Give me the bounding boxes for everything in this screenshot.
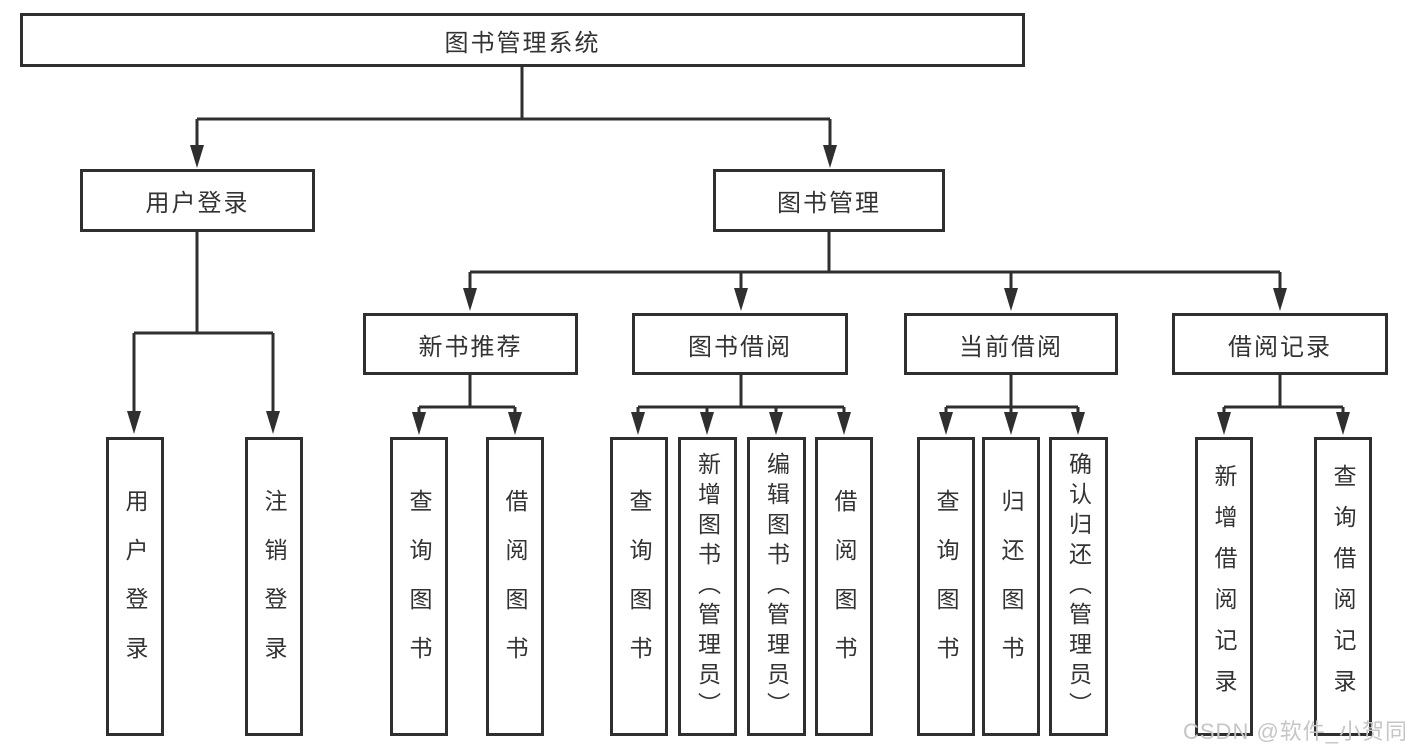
- leaf-label: 确认归还（管理员）: [1065, 451, 1092, 722]
- arrowhead: [769, 412, 783, 435]
- leaf-add-book-admin: 新增图书（管理员）: [678, 437, 737, 736]
- leaf-label: 归还图书: [998, 488, 1024, 685]
- arrowhead: [127, 411, 141, 434]
- arrowhead: [508, 412, 522, 435]
- leaf-label: 新增借阅记录: [1211, 463, 1237, 710]
- leaf-borrow-books-1: 借阅图书: [486, 437, 544, 736]
- leaf-add-borrow-record: 新增借阅记录: [1195, 437, 1253, 736]
- leaf-label: 查询图书: [933, 488, 959, 685]
- leaf-label: 查询借阅记录: [1330, 463, 1356, 710]
- node-book-borrow-label: 图书借阅: [688, 333, 792, 361]
- node-borrow-records-label: 借阅记录: [1228, 333, 1332, 361]
- leaf-label: 用户登录: [122, 488, 148, 685]
- leaf-user-login: 用户登录: [106, 437, 164, 736]
- node-root-label: 图书管理系统: [444, 29, 601, 57]
- node-book-borrow: 图书借阅: [632, 313, 848, 375]
- node-borrow-records: 借阅记录: [1172, 313, 1388, 375]
- leaf-edit-book-admin: 编辑图书（管理员）: [747, 437, 806, 736]
- leaf-query-borrow-record: 查询借阅记录: [1314, 437, 1372, 736]
- arrowhead: [1336, 412, 1350, 435]
- arrowhead: [190, 145, 204, 168]
- arrowhead: [939, 412, 953, 435]
- arrowhead: [1004, 288, 1018, 311]
- node-new-book-recommend: 新书推荐: [363, 313, 578, 375]
- leaf-label: 注销登录: [261, 488, 287, 685]
- csdn-watermark: CSDN @软件_小贺同学: [1183, 719, 1405, 744]
- arrowhead: [266, 411, 280, 434]
- leaf-borrow-books-2: 借阅图书: [815, 437, 873, 736]
- arrowhead: [1004, 412, 1018, 435]
- leaf-label: 查询图书: [626, 488, 652, 685]
- leaf-label: 借阅图书: [502, 488, 528, 685]
- leaf-label: 借阅图书: [831, 488, 857, 685]
- node-current-borrow-label: 当前借阅: [959, 333, 1063, 361]
- leaf-label: 编辑图书（管理员）: [763, 451, 790, 722]
- node-user-login: 用户登录: [80, 169, 315, 232]
- arrowhead: [1071, 412, 1085, 435]
- node-new-book-recommend-label: 新书推荐: [418, 333, 523, 361]
- arrowhead: [1273, 288, 1287, 311]
- arrowhead: [823, 145, 837, 168]
- leaf-label: 查询图书: [406, 488, 432, 685]
- arrowhead: [631, 412, 645, 435]
- arrowheads: [127, 145, 1350, 435]
- leaf-return-book: 归还图书: [982, 437, 1040, 736]
- arrowhead: [837, 412, 851, 435]
- leaf-query-books-3: 查询图书: [917, 437, 975, 736]
- node-book-management: 图书管理: [713, 169, 945, 232]
- leaf-label: 新增图书（管理员）: [694, 451, 721, 722]
- arrowhead: [463, 288, 477, 311]
- arrowhead: [1217, 412, 1231, 435]
- node-root: 图书管理系统: [20, 13, 1025, 67]
- node-user-login-label: 用户登录: [145, 190, 250, 217]
- node-current-borrow: 当前借阅: [904, 313, 1118, 375]
- node-book-management-label: 图书管理: [777, 190, 881, 217]
- leaf-query-books-1: 查询图书: [390, 437, 448, 736]
- leaf-query-books-2: 查询图书: [610, 437, 668, 736]
- arrowhead: [412, 412, 426, 435]
- leaf-confirm-return-admin: 确认归还（管理员）: [1049, 437, 1108, 736]
- arrowhead: [700, 412, 714, 435]
- arrowhead: [734, 288, 748, 311]
- leaf-logout: 注销登录: [245, 437, 303, 736]
